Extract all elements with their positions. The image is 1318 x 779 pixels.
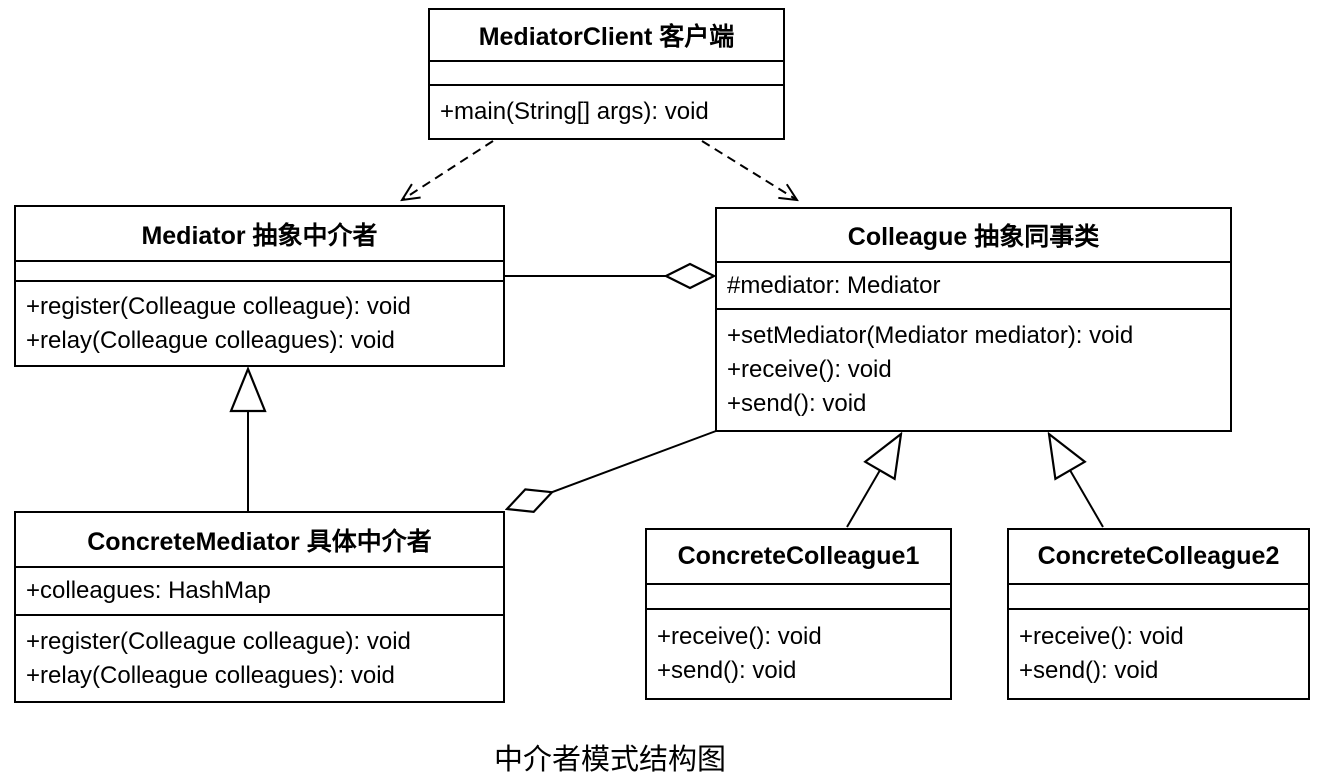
class-box-concretemediator: ConcreteMediator 具体中介者 +colleagues: Hash… xyxy=(14,511,505,703)
aggregation-line-colleague-concretemediator xyxy=(507,430,717,509)
method-line: +receive(): void xyxy=(657,623,822,650)
class-attributes: #mediator: Mediator xyxy=(717,263,1230,310)
class-methods: +main(String[] args): void xyxy=(430,86,783,138)
class-box-concretecolleague1: ConcreteColleague1 +receive(): void +sen… xyxy=(645,528,952,700)
class-attributes-empty xyxy=(16,262,503,282)
class-methods: +receive(): void +send(): void xyxy=(1009,610,1308,698)
attribute-line: +colleagues: HashMap xyxy=(26,577,271,604)
dependency-arrow-client-to-colleague xyxy=(701,140,797,200)
method-line: +relay(Colleague colleagues): void xyxy=(26,326,395,354)
method-line: +setMediator(Mediator mediator): void xyxy=(727,322,1134,349)
class-box-colleague: Colleague 抽象同事类 #mediator: Mediator +set… xyxy=(715,207,1232,432)
attribute-line: #mediator: Mediator xyxy=(727,271,941,299)
class-methods: +register(Colleague colleague): void +re… xyxy=(16,282,503,365)
generalization-line-concretecolleague2-colleague xyxy=(1049,434,1104,528)
method-line: +send(): void xyxy=(1019,657,1159,684)
class-methods: +register(Colleague colleague): void +re… xyxy=(16,616,503,701)
class-title: Colleague 抽象同事类 xyxy=(717,209,1230,263)
class-title: Mediator 抽象中介者 xyxy=(16,207,503,262)
class-box-mediatorclient: MediatorClient 客户端 +main(String[] args):… xyxy=(428,8,785,140)
method-line: +relay(Colleague colleagues): void xyxy=(26,661,395,689)
method-line: +send(): void xyxy=(657,657,797,684)
class-box-mediator: Mediator 抽象中介者 +register(Colleague colle… xyxy=(14,205,505,367)
dependency-arrow-client-to-mediator xyxy=(402,140,494,200)
method-line: +register(Colleague colleague): void xyxy=(26,292,411,320)
class-title: ConcreteColleague1 xyxy=(647,530,950,585)
class-title: MediatorClient 客户端 xyxy=(430,10,783,62)
class-attributes-empty xyxy=(1009,585,1308,610)
method-line: +main(String[] args): void xyxy=(440,98,709,125)
method-line: +send(): void xyxy=(727,390,867,417)
class-attributes: +colleagues: HashMap xyxy=(16,568,503,616)
class-title: ConcreteMediator 具体中介者 xyxy=(16,513,503,568)
method-line: +register(Colleague colleague): void xyxy=(26,627,411,655)
diagram-caption: 中介者模式结构图 xyxy=(493,744,726,776)
class-box-concretecolleague2: ConcreteColleague2 +receive(): void +sen… xyxy=(1007,528,1310,700)
generalization-line-concretecolleague1-colleague xyxy=(846,434,901,528)
class-methods: +receive(): void +send(): void xyxy=(647,610,950,698)
class-attributes-empty xyxy=(430,62,783,86)
method-line: +receive(): void xyxy=(1019,623,1184,650)
method-line: +receive(): void xyxy=(727,356,892,383)
class-title: ConcreteColleague2 xyxy=(1009,530,1308,585)
class-methods: +setMediator(Mediator mediator): void +r… xyxy=(717,310,1230,430)
class-attributes-empty xyxy=(647,585,950,610)
